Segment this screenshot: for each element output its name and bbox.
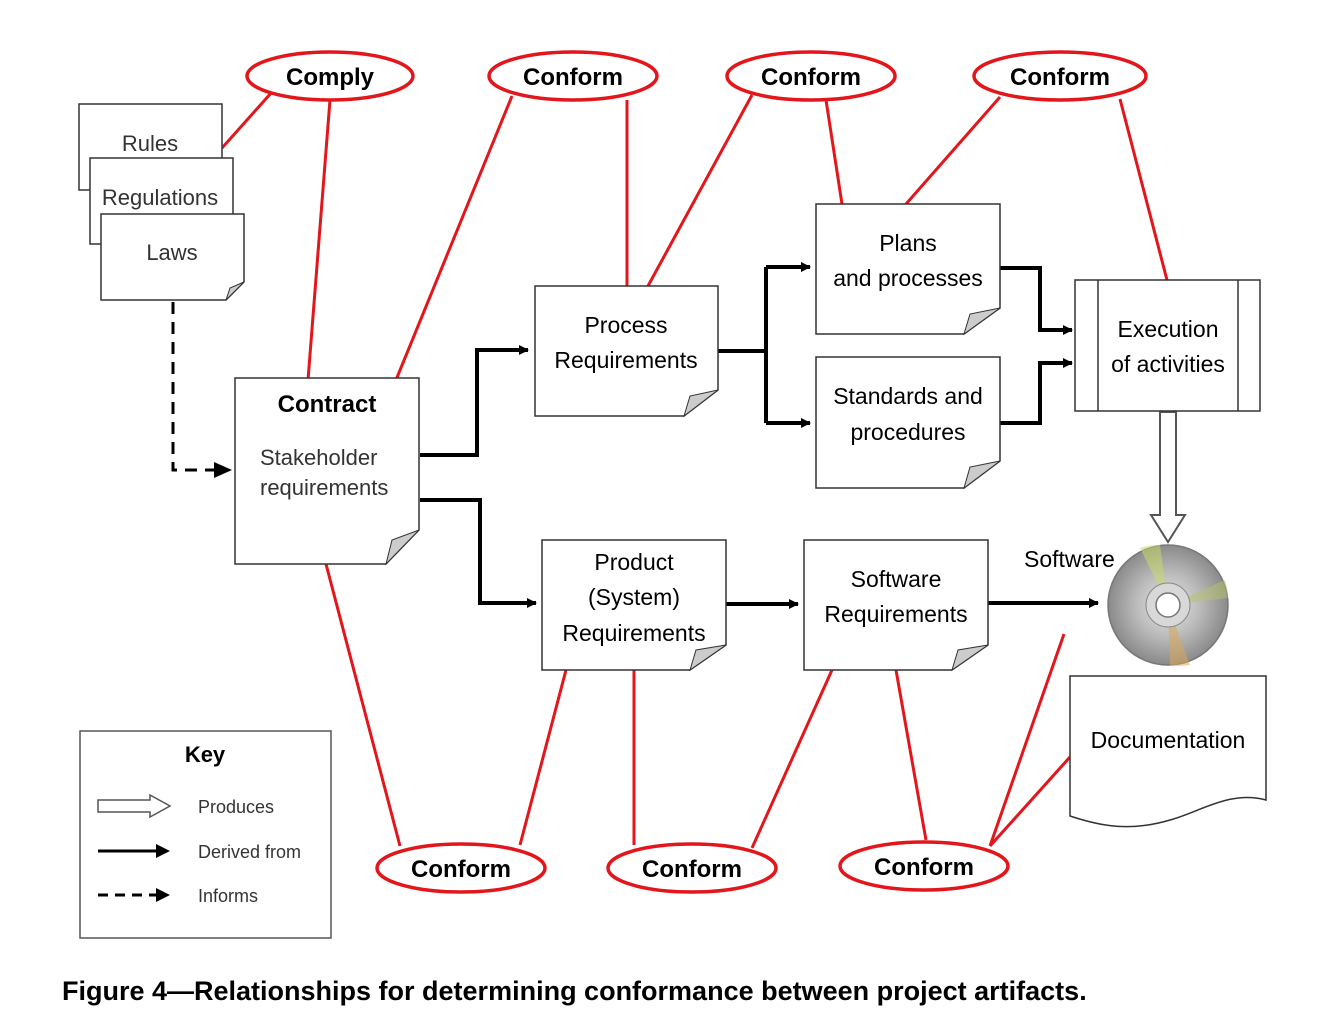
- software-requirements-document: Software Requirements: [803, 539, 989, 672]
- process-requirements-document: Process Requirements: [534, 285, 719, 418]
- conform-label: Conform: [761, 64, 861, 91]
- conform-label: Conform: [874, 854, 974, 881]
- documentation-document: Documentation: [1069, 675, 1267, 828]
- contract-sub-2: requirements: [260, 475, 388, 500]
- plans-and-processes-document: Plans and processes: [815, 203, 1001, 336]
- software-disc-icon: [1107, 544, 1229, 666]
- produces-key-label: Produces: [198, 797, 274, 817]
- oval-conform-top-2: Conform: [725, 50, 897, 102]
- key-legend: Key Produces Derived from Informs: [79, 730, 332, 939]
- laws-document: Laws: [100, 213, 245, 301]
- software-req-label-2: Requirements: [824, 601, 967, 627]
- oval-conform-top-1: Conform: [487, 50, 659, 102]
- process-label-1: Process: [584, 312, 667, 338]
- conform-label: Conform: [642, 856, 742, 883]
- contract-document: Contract Stakeholder requirements: [234, 377, 420, 566]
- contract-sub-1: Stakeholder: [260, 445, 377, 470]
- informs-key-label: Informs: [198, 886, 258, 906]
- standards-and-procedures-document: Standards and procedures: [815, 356, 1001, 490]
- derived-from-key-label: Derived from: [198, 842, 301, 862]
- comply-label: Comply: [286, 64, 375, 91]
- conformance-lines: [220, 91, 1169, 849]
- standards-label-2: procedures: [850, 419, 965, 445]
- plans-label-1: Plans: [879, 230, 937, 256]
- laws-label: Laws: [146, 240, 197, 265]
- software-req-label-1: Software: [851, 566, 942, 592]
- oval-conform-top-3: Conform: [972, 50, 1148, 102]
- conform-label: Conform: [411, 856, 511, 883]
- oval-conform-bottom-1: Conform: [375, 842, 547, 894]
- documentation-label: Documentation: [1091, 727, 1246, 753]
- execution-of-activities-box: Execution of activities: [1074, 279, 1261, 412]
- informs-key-icon: [156, 888, 170, 902]
- execution-label-2: of activities: [1111, 351, 1225, 377]
- figure-caption: Figure 4—Relationships for determining c…: [62, 976, 1087, 1006]
- oval-conform-bottom-3: Conform: [838, 840, 1010, 892]
- process-label-2: Requirements: [554, 347, 697, 373]
- derived-from-lines: [420, 262, 1099, 609]
- produces-key-icon: [97, 793, 172, 819]
- produces-arrow: [1149, 411, 1187, 544]
- derived-from-key-icon: [156, 844, 170, 858]
- product-label-2: (System): [588, 584, 680, 610]
- rules-label: Rules: [122, 131, 178, 156]
- execution-label-1: Execution: [1117, 316, 1218, 342]
- standards-label-1: Standards and: [833, 383, 983, 409]
- product-requirements-document: Product (System) Requirements: [541, 539, 727, 672]
- conform-label: Conform: [1010, 64, 1110, 91]
- regulations-label: Regulations: [102, 185, 218, 210]
- contract-title: Contract: [278, 391, 377, 418]
- product-label-3: Requirements: [562, 620, 705, 646]
- conform-label: Conform: [523, 64, 623, 91]
- plans-label-2: and processes: [833, 265, 983, 291]
- informs-line: [171, 302, 232, 478]
- oval-comply: Comply: [245, 50, 415, 102]
- key-title: Key: [185, 742, 226, 767]
- oval-conform-bottom-2: Conform: [606, 842, 778, 894]
- software-label: Software: [1024, 546, 1115, 572]
- product-label-1: Product: [594, 549, 674, 575]
